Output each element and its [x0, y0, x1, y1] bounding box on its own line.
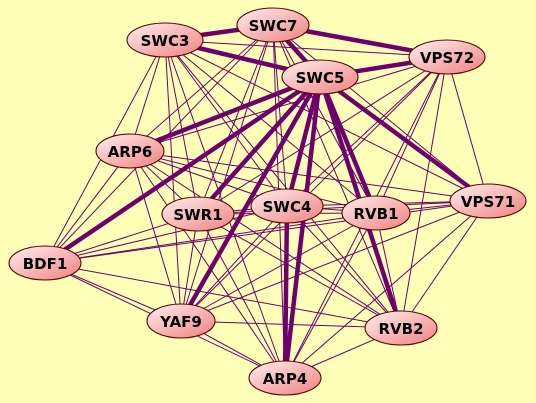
node-shape [281, 59, 359, 95]
edge-arp6-bdf1 [44, 150, 131, 264]
node-label: YAF9 [159, 313, 202, 331]
edge-swc7-vps71 [272, 24, 489, 202]
node-swc7[interactable]: SWC7 [236, 7, 310, 43]
node-swc3[interactable]: SWC3 [126, 22, 204, 58]
edge-rvb1-yaf9 [180, 212, 377, 322]
node-vps71[interactable]: VPS71 [449, 183, 527, 219]
node-label: SWC5 [296, 69, 345, 87]
edge-vps72-yaf9 [180, 56, 448, 322]
edge-swc5-bdf1 [42, 74, 323, 266]
edge-swc3-rvb2 [164, 39, 402, 329]
edge-swc5-arp6 [127, 74, 323, 154]
node-shape [8, 245, 82, 281]
node-shape [364, 310, 438, 346]
node-bdf1[interactable]: BDF1 [8, 245, 82, 281]
node-shape [341, 195, 411, 231]
edge-swc3-vps72 [164, 39, 448, 58]
edge-vps72-swc4 [286, 56, 448, 207]
node-arp4[interactable]: ARP4 [248, 360, 322, 396]
edge-swr1-arp4 [197, 213, 286, 379]
edge-swc5-swc4 [284, 74, 323, 209]
node-label: SWC7 [249, 17, 298, 35]
node-rvb2[interactable]: RVB2 [364, 310, 438, 346]
node-shape [126, 22, 204, 58]
edge-vps72-arp6 [129, 56, 448, 152]
edge-swc3-arp6 [129, 39, 166, 152]
edge-vps71-rvb2 [400, 200, 489, 329]
node-shape [248, 360, 322, 396]
node-swr1[interactable]: SWR1 [161, 196, 235, 232]
node-shape [408, 39, 486, 75]
node-shape [146, 303, 216, 339]
edge-swc5-vps71 [317, 74, 491, 204]
edge-arp6-rvb1 [129, 150, 377, 214]
edge-vps72-vps71 [446, 56, 489, 202]
node-label: SWC4 [263, 198, 312, 216]
node-swc5[interactable]: SWC5 [281, 59, 359, 95]
edge-swc3-yaf9 [164, 39, 182, 322]
edge-swc3-vps71 [164, 39, 489, 202]
edge-rvb1-arp4 [284, 212, 377, 379]
edge-bdf1-vps71 [44, 200, 489, 264]
node-shape [95, 133, 165, 169]
edge-vps72-swr1 [197, 56, 448, 215]
node-label: SWC3 [141, 32, 190, 50]
node-label: VPS71 [461, 193, 515, 211]
node-label: ARP4 [263, 370, 308, 388]
edge-swr1-yaf9 [180, 213, 199, 322]
edge-swc7-yaf9 [180, 24, 274, 322]
node-label: VPS72 [420, 49, 474, 67]
node-shape [250, 188, 324, 224]
edge-swc4-rvb2 [286, 205, 402, 329]
node-label: SWR1 [173, 206, 222, 224]
node-swc4[interactable]: SWC4 [250, 188, 324, 224]
edge-swc4-arp4 [282, 203, 290, 381]
node-label: BDF1 [23, 255, 68, 273]
node-label: ARP6 [108, 143, 153, 161]
edge-bdf1-rvb2 [44, 262, 402, 329]
edge-swc4-yaf9 [180, 205, 288, 322]
node-yaf9[interactable]: YAF9 [146, 303, 216, 339]
edge-swc5-yaf9 [178, 74, 323, 324]
edge-swc3-rvb1 [164, 39, 377, 214]
edge-swc7-swc4 [272, 24, 288, 207]
edge-swc7-arp6 [129, 24, 274, 152]
edge-swc5-arp4 [282, 74, 323, 381]
edge-swc7-rvb1 [272, 24, 377, 214]
node-shape [449, 183, 527, 219]
node-rvb1[interactable]: RVB1 [341, 195, 411, 231]
node-shape [161, 196, 235, 232]
edge-swc3-swr1 [164, 39, 199, 215]
node-arp6[interactable]: ARP6 [95, 133, 165, 169]
node-shape [236, 7, 310, 43]
edge-vps71-yaf9 [180, 200, 489, 322]
edge-arp6-yaf9 [129, 150, 182, 322]
node-label: RVB2 [378, 320, 423, 338]
edge-bdf1-swc4 [44, 205, 288, 264]
edge-swc5-swr1 [195, 74, 323, 217]
node-vps72[interactable]: VPS72 [408, 39, 486, 75]
edge-arp6-rvb2 [129, 150, 402, 329]
node-label: RVB1 [353, 205, 398, 223]
edge-swr1-vps71 [197, 200, 489, 215]
